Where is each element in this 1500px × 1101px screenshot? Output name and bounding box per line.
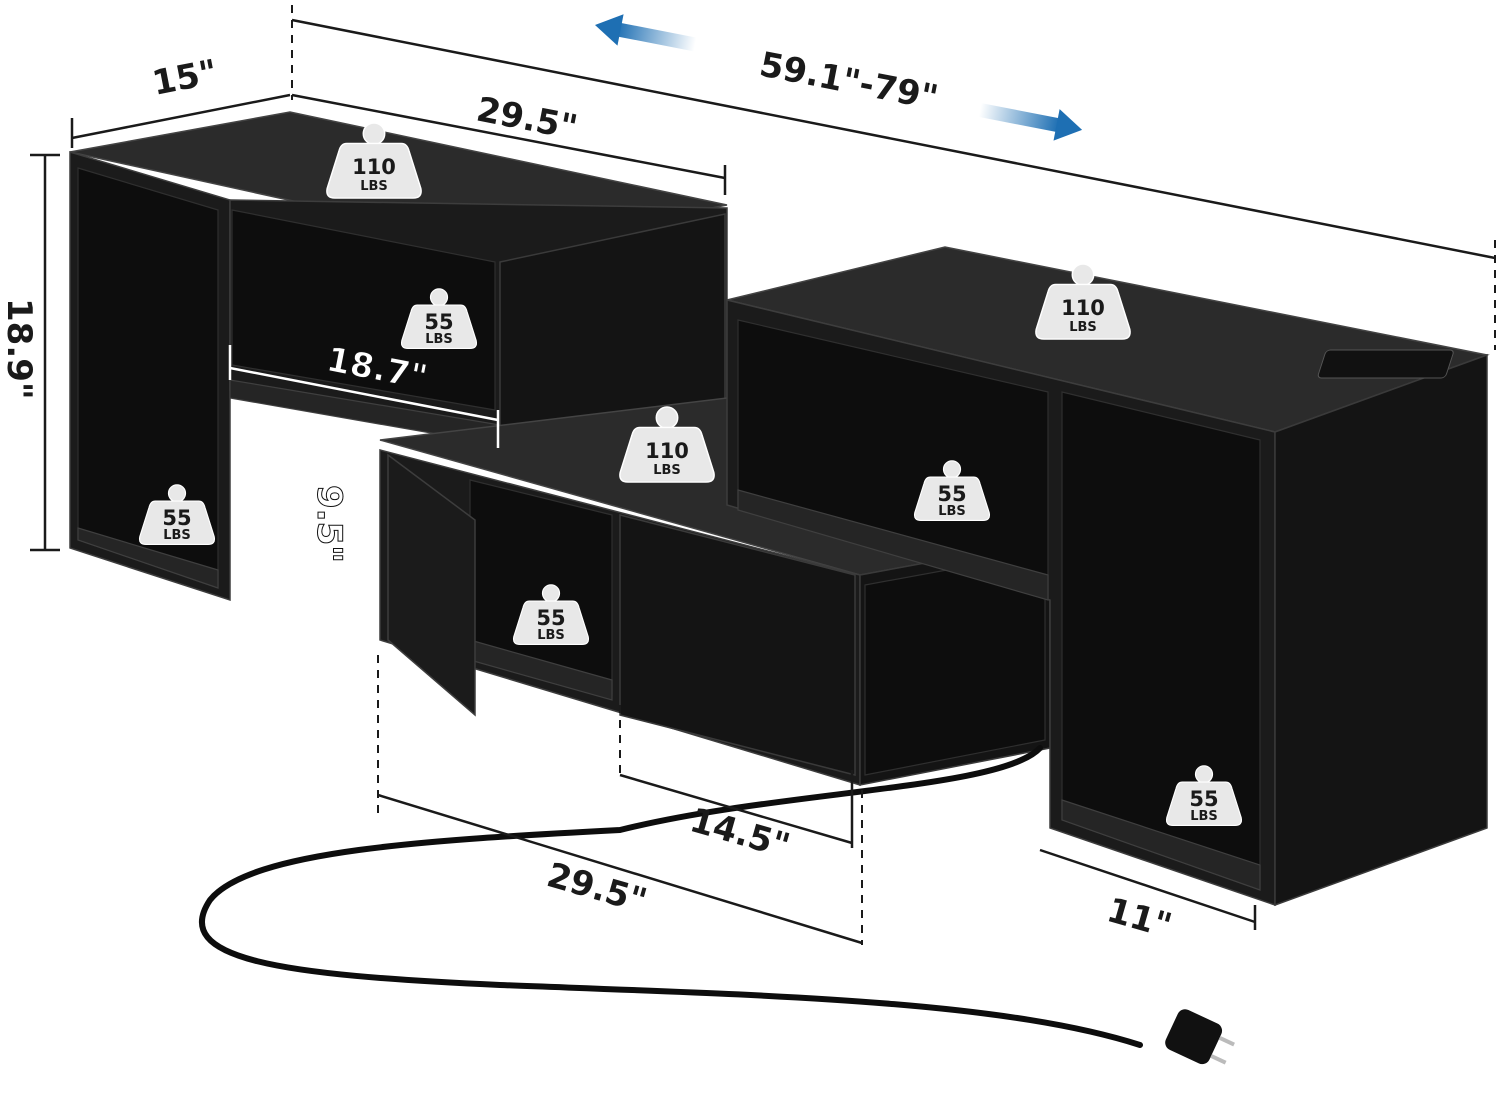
svg-text:LBS: LBS: [1069, 320, 1097, 335]
left-tall-cabinet: [69, 111, 728, 602]
power-plug-icon: [1165, 1009, 1235, 1065]
svg-text:55: 55: [424, 310, 453, 334]
overall-width-label: 59.1"-79": [756, 45, 941, 119]
door-width-line: [619, 773, 853, 845]
shelf-width-line: [229, 366, 499, 422]
compartment-height-label: 9.5": [309, 485, 349, 563]
weight-badge-top-left: 110 LBS: [326, 122, 422, 199]
depth-left-line: [71, 93, 291, 140]
svg-text:110: 110: [1061, 296, 1105, 320]
weight-badge-left-bottom: 55 LBS: [138, 484, 216, 546]
arrow-right-icon: [978, 103, 1083, 141]
weight-badge-upper-shelf: 55 LBS: [400, 288, 478, 350]
bottom-width-label: 29.5": [543, 855, 652, 921]
bottom-width-line: [377, 793, 863, 945]
svg-text:LBS: LBS: [163, 528, 191, 543]
svg-text:LBS: LBS: [425, 332, 453, 347]
svg-text:LBS: LBS: [537, 628, 565, 643]
svg-text:LBS: LBS: [938, 504, 966, 519]
depth-right-label: 11": [1103, 890, 1177, 946]
svg-text:LBS: LBS: [360, 179, 388, 194]
svg-text:110: 110: [352, 155, 396, 179]
height-label: 18.9": [0, 298, 39, 400]
svg-text:55: 55: [937, 482, 966, 506]
top-width-line: [291, 93, 726, 180]
svg-text:LBS: LBS: [653, 463, 681, 478]
weight-badge-center-cabinet: 55 LBS: [512, 584, 590, 646]
power-cord: [198, 745, 1143, 1048]
cabinet-door: [387, 453, 476, 717]
power-strip: [1317, 349, 1454, 379]
svg-text:55: 55: [536, 606, 565, 630]
weight-badge-top-right: 110 LBS: [1035, 263, 1131, 340]
arrow-left-icon: [595, 14, 697, 52]
depth-right-line: [1039, 848, 1256, 924]
overall-width-line: [291, 18, 1496, 260]
weight-badge-right-bottom: 55 LBS: [1165, 765, 1243, 827]
weight-badge-right-shelf: 55 LBS: [913, 460, 991, 522]
weight-badge-top-center: 110 LBS: [619, 406, 715, 483]
svg-text:LBS: LBS: [1190, 809, 1218, 824]
svg-text:55: 55: [162, 506, 191, 530]
svg-text:55: 55: [1189, 787, 1218, 811]
svg-text:110: 110: [645, 439, 689, 463]
depth-left-label: 15": [149, 52, 220, 104]
